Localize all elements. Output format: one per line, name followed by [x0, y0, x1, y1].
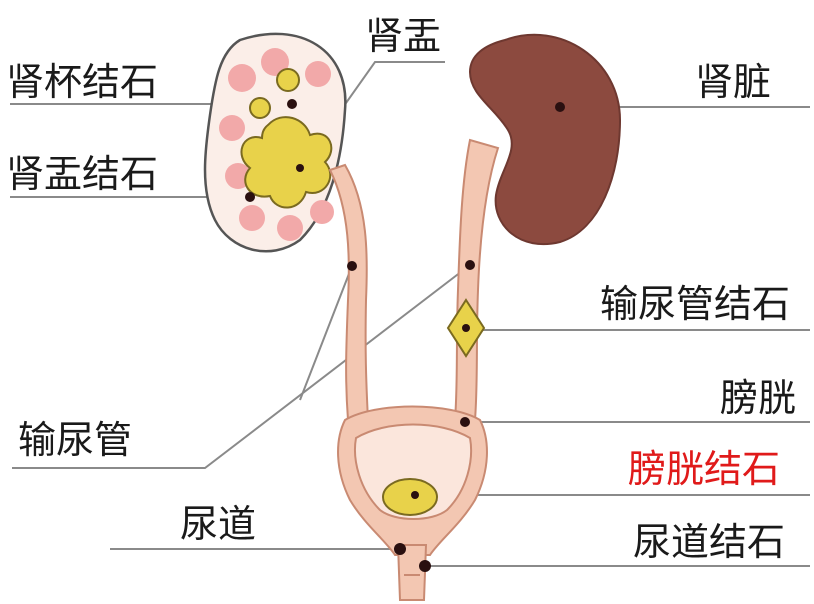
label-kidney: 肾脏: [695, 60, 771, 104]
bladder-stone: [383, 479, 437, 515]
kidney-right: [470, 35, 620, 244]
label-renal-calyx-stone: 肾杯结石: [6, 60, 158, 104]
leader-ureter-left: [300, 266, 352, 400]
label-ureter: 输尿管: [18, 418, 132, 462]
ureter-right: [455, 140, 498, 420]
label-renal-pelvis-stone: 肾盂结石: [6, 152, 158, 196]
label-bladder-stone: 膀胱结石: [628, 447, 780, 491]
label-urethra: 尿道: [180, 502, 256, 546]
label-ureter-stone: 输尿管结石: [600, 282, 790, 326]
ureter-left: [330, 165, 368, 420]
renal-calyx-stone: [277, 69, 299, 91]
label-bladder: 膀胱: [720, 376, 796, 420]
label-urethra-stone: 尿道结石: [633, 520, 785, 564]
urethra-stone: [419, 560, 431, 572]
label-renal-pelvis: 肾盂: [365, 14, 441, 58]
